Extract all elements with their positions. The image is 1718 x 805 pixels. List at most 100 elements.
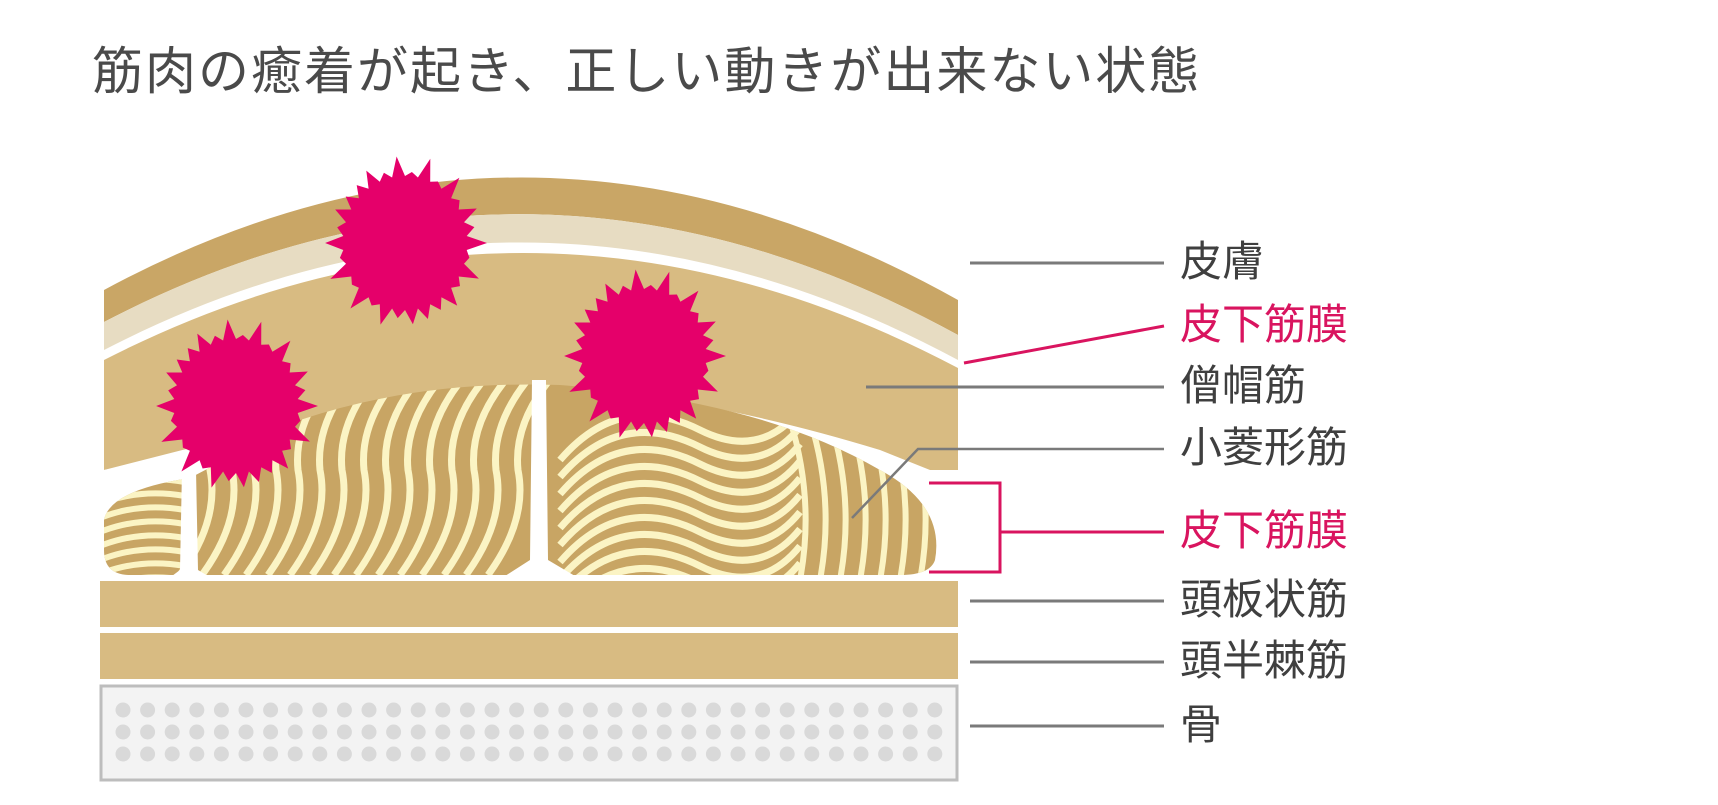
bone-dot bbox=[779, 724, 795, 740]
fascia-gap-left bbox=[172, 470, 208, 576]
bone-dot bbox=[213, 702, 229, 718]
bone-dot bbox=[287, 702, 303, 718]
bone-dot bbox=[238, 724, 254, 740]
bone-dot bbox=[582, 702, 598, 718]
bone-dot bbox=[730, 724, 746, 740]
bone-dot bbox=[263, 724, 279, 740]
muscle-fiber bbox=[353, 384, 429, 575]
bone-dot bbox=[730, 702, 746, 718]
bone-dot bbox=[705, 724, 721, 740]
bone-dot bbox=[878, 746, 894, 762]
bone-dot bbox=[336, 746, 352, 762]
leader-line-rhomboid bbox=[851, 447, 1164, 519]
bone-dot bbox=[361, 724, 377, 740]
bone-dot bbox=[804, 702, 820, 718]
adhesion-starburst-icon bbox=[156, 319, 318, 488]
bone-dot bbox=[902, 724, 918, 740]
label-skin: 皮膚 bbox=[1180, 237, 1265, 286]
bone-dot bbox=[238, 702, 254, 718]
bone-dot bbox=[607, 702, 623, 718]
bone-dot bbox=[213, 746, 229, 762]
skin-layer bbox=[104, 177, 958, 335]
muscle-fiber bbox=[419, 384, 495, 575]
bone-dot bbox=[656, 724, 672, 740]
bone-dot bbox=[853, 746, 869, 762]
muscle-fiber bbox=[557, 424, 803, 480]
bone-dot bbox=[459, 702, 475, 718]
bone-dot bbox=[632, 702, 648, 718]
bone-dot bbox=[459, 746, 475, 762]
bone-dot bbox=[705, 702, 721, 718]
bone-dot bbox=[484, 746, 500, 762]
label-subcutaneous-fascia-2: 皮下筋膜 bbox=[1180, 506, 1349, 555]
bone-dot bbox=[582, 746, 598, 762]
bone-dot bbox=[632, 746, 648, 762]
bone-dot bbox=[115, 724, 131, 740]
bone-dot bbox=[681, 702, 697, 718]
bone-dot bbox=[927, 746, 943, 762]
bone-dot bbox=[656, 702, 672, 718]
muscle-fiber bbox=[441, 384, 517, 575]
bone-dot bbox=[189, 702, 205, 718]
bone-dot bbox=[804, 724, 820, 740]
bone-dot bbox=[435, 702, 451, 718]
bracket-fascia-2 bbox=[929, 481, 1002, 574]
bone-dot bbox=[361, 746, 377, 762]
adhesion-starburst-icon bbox=[564, 269, 726, 438]
bone-dot bbox=[730, 746, 746, 762]
bone-dot bbox=[115, 702, 131, 718]
bone-dot bbox=[263, 746, 279, 762]
label-splenius-capitis: 頭板状筋 bbox=[1180, 575, 1349, 624]
bone-dot bbox=[558, 702, 574, 718]
muscle-fiber bbox=[557, 526, 803, 575]
muscle-fiber bbox=[331, 384, 407, 575]
bone-dot bbox=[312, 746, 328, 762]
bone-dot bbox=[164, 724, 180, 740]
bone-dot bbox=[435, 724, 451, 740]
bone-dot bbox=[607, 746, 623, 762]
bone-dot bbox=[755, 702, 771, 718]
bone-dot bbox=[336, 702, 352, 718]
bone-dot bbox=[484, 702, 500, 718]
bone-dot bbox=[386, 724, 402, 740]
bone-dot bbox=[213, 724, 229, 740]
muscle-fiber bbox=[104, 532, 186, 549]
muscle-fiber bbox=[104, 504, 186, 521]
bone-dot bbox=[681, 724, 697, 740]
bone-dot bbox=[312, 724, 328, 740]
bone-dot bbox=[828, 702, 844, 718]
bone-dot bbox=[927, 702, 943, 718]
fascia-gap-center bbox=[505, 380, 575, 576]
label-rhomboid-minor: 小菱形筋 bbox=[1180, 423, 1349, 472]
bone-dot bbox=[755, 724, 771, 740]
skin-inner-layer bbox=[104, 214, 958, 360]
bone-dot bbox=[804, 746, 820, 762]
label-trapezius: 僧帽筋 bbox=[1180, 361, 1307, 410]
bone-dot bbox=[509, 724, 525, 740]
muscle-fiber bbox=[104, 518, 186, 535]
bone-dot bbox=[607, 724, 623, 740]
bone-dot bbox=[509, 702, 525, 718]
bone-dot bbox=[263, 702, 279, 718]
bone-dot bbox=[509, 746, 525, 762]
bone-dot bbox=[484, 724, 500, 740]
leader-line-fascia-1 bbox=[963, 324, 1165, 365]
muscle-fiber bbox=[787, 419, 809, 575]
splenius-layer bbox=[100, 581, 958, 627]
bone-dot bbox=[459, 724, 475, 740]
bone-dot bbox=[312, 702, 328, 718]
bone-dot bbox=[582, 724, 598, 740]
label-semispinalis-capitis: 頭半棘筋 bbox=[1180, 636, 1349, 685]
bone-dot bbox=[558, 724, 574, 740]
bone-dot bbox=[656, 746, 672, 762]
adhesion-starburst-icon bbox=[325, 156, 487, 325]
bone-dot bbox=[238, 746, 254, 762]
label-subcutaneous-fascia-1: 皮下筋膜 bbox=[1180, 300, 1349, 349]
bone-dot bbox=[164, 746, 180, 762]
bone-dot bbox=[287, 724, 303, 740]
bone-dot bbox=[140, 724, 156, 740]
muscle-fiber bbox=[397, 384, 473, 575]
bone-dot bbox=[189, 746, 205, 762]
muscle-fiber bbox=[375, 384, 451, 575]
label-bone: 骨 bbox=[1180, 700, 1223, 749]
